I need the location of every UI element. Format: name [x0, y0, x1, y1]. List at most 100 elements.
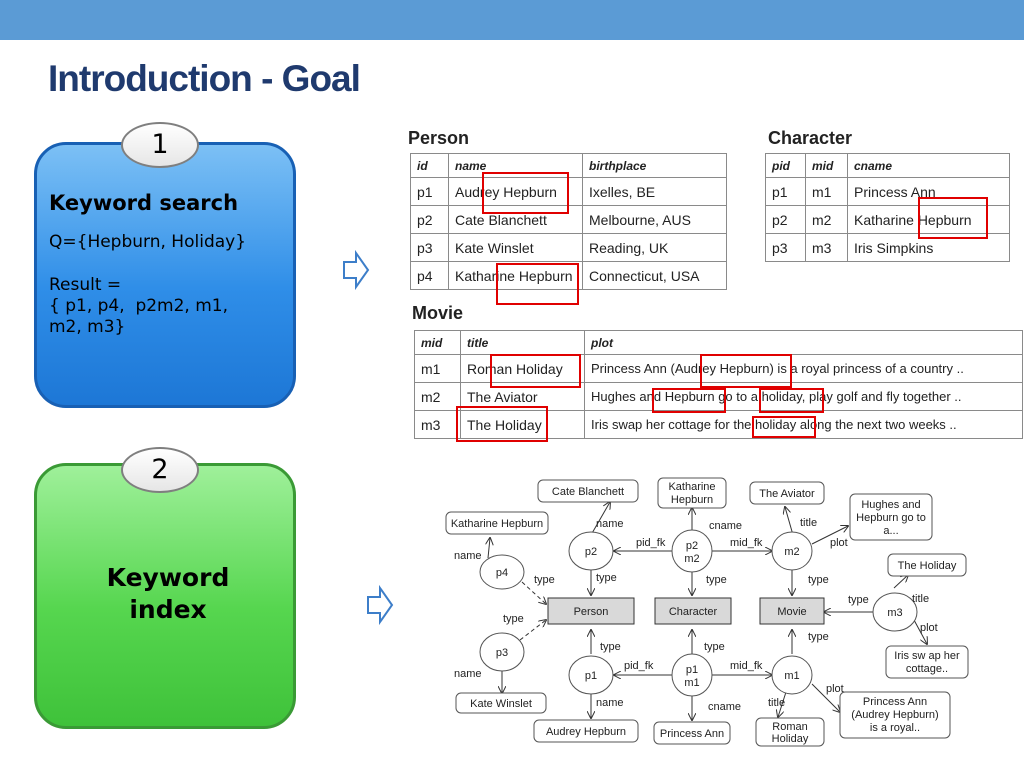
value-label: Hepburn — [671, 494, 713, 506]
table-header-row: id name birthplace — [410, 153, 727, 178]
node — [671, 529, 713, 573]
edge-label: name — [596, 697, 624, 709]
edge — [521, 581, 546, 604]
edge-label: type — [808, 631, 829, 643]
table-cell: Katharine Hepburn — [847, 205, 1010, 234]
query-text: Q={Hepburn, Holiday} — [49, 232, 247, 252]
value-label: Holiday — [772, 733, 809, 745]
table-row: m3 The Holiday Iris swap her cottage for… — [414, 410, 1023, 439]
node-label: p1 — [686, 664, 698, 676]
person-table: id name birthplace p1 Audrey Hepburn Ixe… — [410, 153, 727, 290]
column-header: mid — [414, 330, 461, 355]
edge — [811, 683, 840, 712]
edge-label: name — [454, 668, 482, 680]
edge-label: plot — [830, 537, 848, 549]
keyword-highlight — [456, 406, 548, 442]
value-label: Roman — [772, 721, 807, 733]
table-cell: p2 — [765, 205, 806, 234]
character-table: pid mid cname p1 m1 Princess Ann p2 m2 K… — [765, 153, 1010, 262]
node — [568, 655, 614, 695]
top-bar — [0, 0, 1024, 40]
table-row: p3 Kate Winslet Reading, UK — [410, 233, 727, 262]
edge-label: type — [534, 574, 555, 586]
keyword-highlight — [700, 354, 792, 388]
edge-label: plot — [826, 683, 844, 695]
table-cell: Katharine Hepburn — [448, 261, 583, 290]
value-label: Katharine Hepburn — [451, 518, 543, 530]
table-cell: m1 — [414, 354, 461, 383]
node — [479, 632, 525, 672]
slide-title: Introduction - Goal — [48, 58, 361, 99]
node-label: p1 — [585, 670, 597, 682]
value-box — [533, 719, 639, 743]
keyword-search-heading: Keyword search — [49, 191, 239, 215]
node-label: p2 — [585, 546, 597, 558]
keyword-index-line2: index — [129, 595, 207, 624]
right-arrow-icon — [343, 250, 370, 290]
value-label: Princess Ann — [660, 728, 724, 740]
node — [479, 554, 525, 590]
table-header-row: pid mid cname — [765, 153, 1010, 178]
table-cell: m1 — [805, 177, 848, 206]
keyword-highlight — [918, 197, 988, 239]
table-row: p1 Audrey Hepburn Ixelles, BE — [410, 177, 727, 206]
type-label: Character — [669, 606, 718, 618]
table-cell: Melbourne, AUS — [582, 205, 727, 234]
edge-label: title — [768, 697, 785, 709]
type-label: Movie — [777, 606, 806, 618]
edge — [778, 691, 787, 717]
result-text: Result = { p1, p4, p2m2, m1, m2, m3} — [49, 275, 229, 337]
table-row: p4 Katharine Hepburn Connecticut, USA — [410, 261, 727, 290]
edge-label: type — [706, 574, 727, 586]
value-label: Katharine — [668, 481, 715, 493]
table-cell: Princess Ann (Audrey Hepburn) is a royal… — [584, 354, 1023, 383]
type-box — [547, 597, 635, 625]
edge-label: type — [704, 641, 725, 653]
node-label: m1 — [684, 677, 699, 689]
keyword-highlight — [759, 388, 824, 413]
keyword-index-line1: Keyword — [106, 563, 230, 592]
keyword-highlight — [752, 416, 816, 438]
edge — [488, 538, 490, 559]
keyword-highlight — [496, 263, 579, 305]
edge-label: type — [808, 574, 829, 586]
keyword-index-graph: Cate Blanchett Katharine Hepburn The Avi… — [445, 477, 969, 747]
column-header: pid — [765, 153, 806, 178]
table-cell: p4 — [410, 261, 449, 290]
value-box — [455, 692, 547, 714]
character-table-title: Character — [768, 128, 853, 148]
value-box — [537, 479, 639, 503]
column-header: birthplace — [582, 153, 727, 178]
table-cell: Iris swap her cottage for the holiday al… — [584, 410, 1023, 439]
step-badge-2: 2 — [121, 447, 199, 493]
node-label: m2 — [784, 546, 799, 558]
right-arrow-icon — [367, 585, 394, 625]
keyword-highlight — [652, 388, 726, 413]
value-label: cottage.. — [906, 663, 948, 675]
table-cell: p1 — [410, 177, 449, 206]
table-row: m1 Roman Holiday Princess Ann (Audrey He… — [414, 354, 1023, 383]
value-box — [445, 511, 549, 535]
node — [771, 531, 813, 571]
value-label: Princess Ann — [863, 696, 927, 708]
edge — [590, 502, 610, 536]
column-header: title — [460, 330, 585, 355]
edge-label: mid_fk — [730, 537, 763, 549]
edge-label: mid_fk — [730, 660, 763, 672]
type-box — [654, 597, 732, 625]
step-badge-1: 1 — [121, 122, 199, 168]
node — [568, 531, 614, 571]
edge-label: type — [848, 594, 869, 606]
keyword-search-card: Keyword search Q={Hepburn, Holiday} Resu… — [34, 142, 296, 408]
node-label: p2 — [686, 540, 698, 552]
node — [771, 655, 813, 695]
value-box — [849, 493, 933, 541]
value-label: The Holiday — [898, 560, 957, 572]
type-label: Person — [574, 606, 609, 618]
table-cell: m3 — [805, 233, 848, 262]
value-box — [887, 553, 967, 577]
table-cell: Hughes and Hepburn go to a holiday, play… — [584, 382, 1023, 411]
node-label: p4 — [496, 567, 508, 579]
column-header: mid — [805, 153, 848, 178]
edge-label: title — [912, 593, 929, 605]
